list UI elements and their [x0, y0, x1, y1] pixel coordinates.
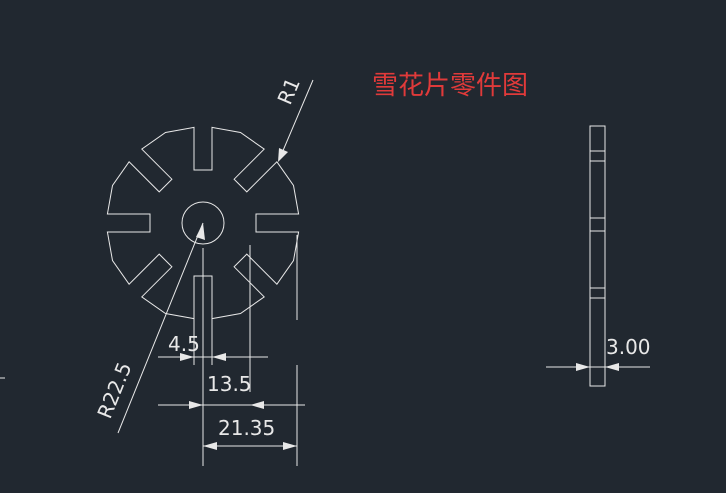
r22-5-leader: R22.5: [92, 222, 205, 434]
snowflake-side-view: [589, 125, 606, 387]
drawing-title: 雪花片零件图: [372, 71, 528, 101]
extension-lines: [193, 235, 298, 466]
dim-4-5: 4.5: [158, 332, 268, 361]
dim-4-5-label: 4.5: [168, 332, 200, 356]
center-hole: [181, 201, 225, 245]
r1-leader: R1: [273, 74, 314, 162]
dim-21-35: 21.35: [203, 416, 297, 450]
dim-13-5-label: 13.5: [207, 372, 252, 396]
r1-label: R1: [273, 74, 305, 108]
r22-5-label: R22.5: [92, 359, 136, 422]
dim-3-00-label: 3.00: [606, 335, 651, 359]
dim-21-35-label: 21.35: [218, 416, 275, 440]
dim-13-5: 13.5: [158, 372, 305, 409]
dim-3-00: 3.00: [546, 335, 651, 371]
